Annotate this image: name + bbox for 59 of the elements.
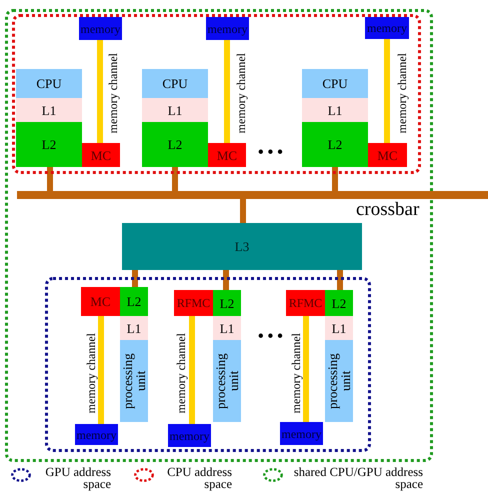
controller-block: RFMC	[286, 290, 325, 316]
bus-line	[47, 167, 53, 191]
cpu-block: CPU	[142, 69, 208, 98]
bus-line	[132, 270, 138, 287]
cache-block: L2	[325, 290, 353, 316]
memory-block: memory	[365, 17, 409, 39]
memory-block: memory	[280, 422, 323, 445]
processing-unit-block: processing unit	[120, 340, 148, 422]
legend-text: CPU address space	[166, 466, 232, 490]
channel-line	[384, 39, 390, 143]
edge-label: memory channel	[290, 333, 302, 414]
ellipsis-dots: • • •	[258, 145, 283, 161]
edge-label: memory channel	[235, 53, 247, 134]
processing-unit-block: processing unit	[325, 340, 353, 422]
cache-block: L2	[302, 122, 368, 167]
edge-label: memory channel	[396, 53, 408, 134]
dotted-outline	[12, 14, 421, 174]
processing-unit-block: processing unit	[213, 340, 241, 422]
controller-block: MC	[82, 143, 120, 167]
dotted-outline	[5, 9, 433, 462]
ellipsis-dots: • • •	[258, 329, 283, 345]
memory-block: memory	[168, 424, 211, 447]
legend-text: GPU address space	[44, 466, 111, 490]
controller-block: RFMC	[174, 290, 213, 316]
controller-block: MC	[81, 287, 120, 316]
cache-block: L1	[120, 316, 148, 340]
cpu-block: CPU	[302, 69, 368, 98]
bus-line	[337, 270, 343, 290]
cpu-block: CPU	[16, 69, 82, 98]
memory-block: memory	[206, 17, 249, 40]
bus-line	[223, 270, 229, 290]
controller-block: MC	[368, 143, 407, 167]
edge-label: memory channel	[85, 333, 97, 414]
cache-block: L2	[120, 287, 148, 316]
cache-block: L1	[302, 98, 368, 122]
cache-block: L1	[142, 98, 208, 122]
bus-line	[172, 167, 178, 191]
channel-line	[224, 40, 230, 143]
edge-label: memory channel	[175, 333, 187, 414]
cache-block: L1	[325, 316, 353, 340]
memory-block: memory	[75, 424, 118, 445]
bus-line	[332, 167, 338, 191]
edge-label: memory channel	[107, 53, 119, 134]
channel-line	[98, 316, 104, 424]
controller-block: MC	[208, 143, 246, 167]
channel-line	[97, 40, 103, 143]
channel-line	[189, 316, 195, 424]
legend-text: shared CPU/GPU address space	[292, 466, 423, 490]
dotted-outline	[45, 277, 371, 452]
channel-line	[303, 316, 309, 422]
cache-block: L1	[213, 316, 241, 340]
bus-line	[240, 199, 246, 223]
cache-block: L3	[122, 223, 362, 270]
cache-block: L2	[16, 122, 82, 167]
cache-block: L2	[213, 290, 241, 316]
cache-block: L2	[142, 122, 208, 167]
cache-block: L1	[16, 98, 82, 122]
memory-block: memory	[79, 17, 122, 40]
bus-label: crossbar	[356, 200, 420, 219]
